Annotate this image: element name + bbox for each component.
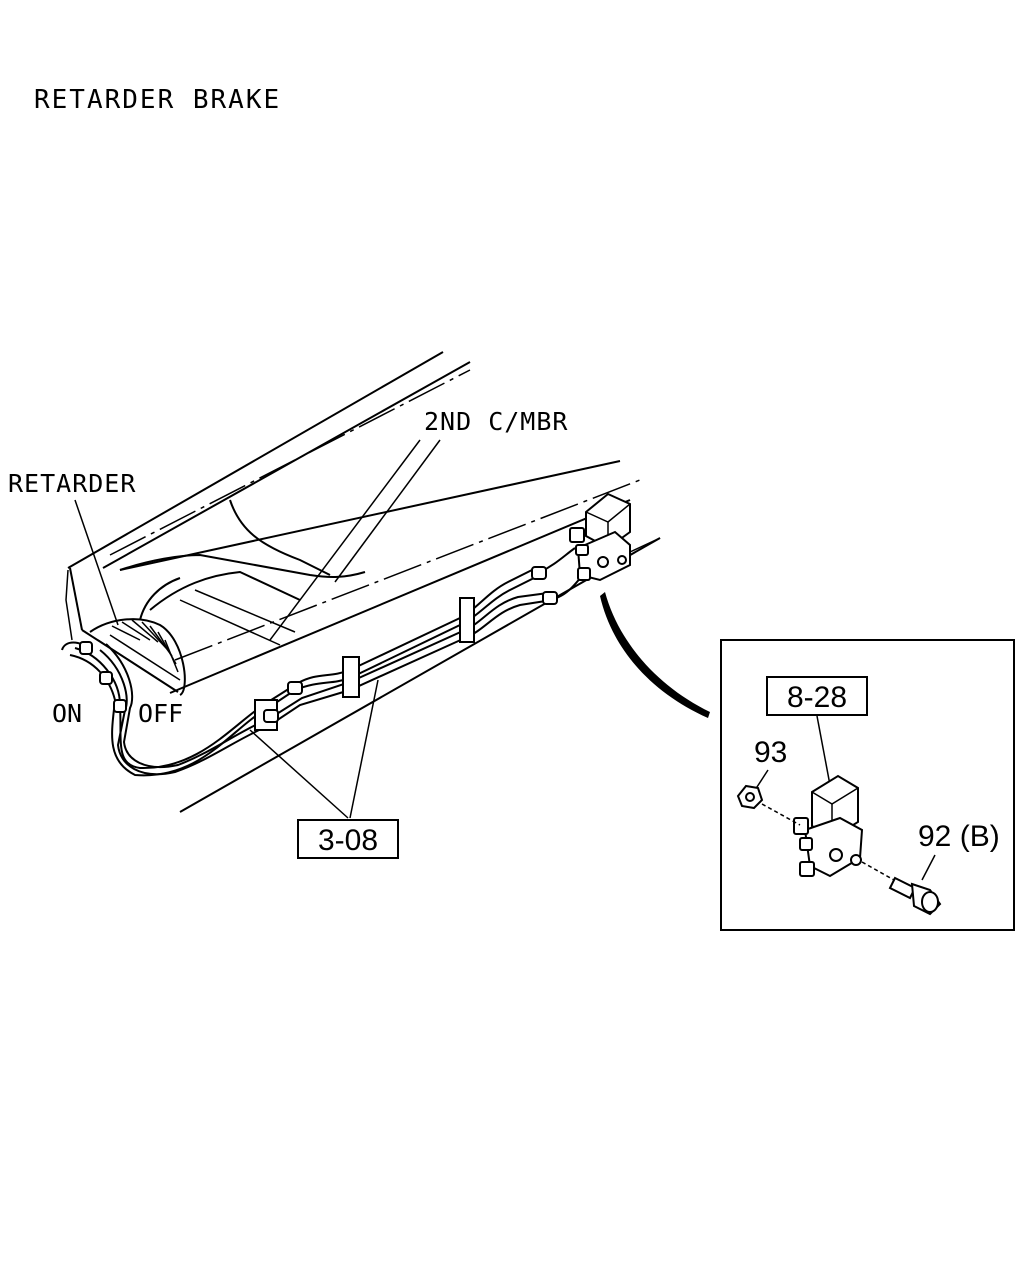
detail-inset: 8-28 93 92 (B) bbox=[720, 639, 1015, 931]
ref-box-pipe bbox=[297, 819, 399, 859]
frame-rail bbox=[65, 351, 661, 813]
pipe-clips bbox=[79, 566, 558, 731]
bolt-axis-line bbox=[861, 861, 895, 881]
label-bolt-ref: 92 (B) bbox=[918, 820, 1000, 853]
leader-retarder bbox=[74, 499, 119, 626]
solenoid-valve-detail bbox=[793, 774, 864, 878]
leader-pipe-ref-1 bbox=[249, 729, 349, 819]
crossmember bbox=[119, 499, 366, 646]
leader-crossmember-1 bbox=[334, 439, 441, 583]
bolt-92b bbox=[888, 876, 942, 916]
label-crossmember: 2ND C/MBR bbox=[424, 407, 568, 436]
label-off: OFF bbox=[138, 699, 183, 728]
label-retarder: RETARDER bbox=[8, 469, 136, 498]
detail-callout-arrow bbox=[600, 592, 710, 718]
label-on: ON bbox=[52, 699, 82, 728]
solenoid-valve-main bbox=[569, 492, 661, 582]
leader-nut bbox=[754, 769, 769, 791]
leader-valve-ref bbox=[816, 715, 831, 786]
nut-93 bbox=[736, 784, 764, 810]
label-valve-ref: 8-28 bbox=[787, 681, 847, 714]
ref-box-valve bbox=[766, 676, 868, 716]
leader-crossmember-2 bbox=[269, 439, 421, 641]
label-pipe-ref: 3-08 bbox=[318, 824, 378, 857]
label-nut-ref: 93 bbox=[754, 736, 787, 769]
leader-bolt bbox=[921, 854, 936, 881]
leader-pipe-ref-2 bbox=[349, 679, 379, 819]
nut-axis-line bbox=[761, 803, 801, 826]
diagram-title: RETARDER BRAKE bbox=[34, 85, 281, 115]
brake-pipes bbox=[69, 547, 586, 777]
